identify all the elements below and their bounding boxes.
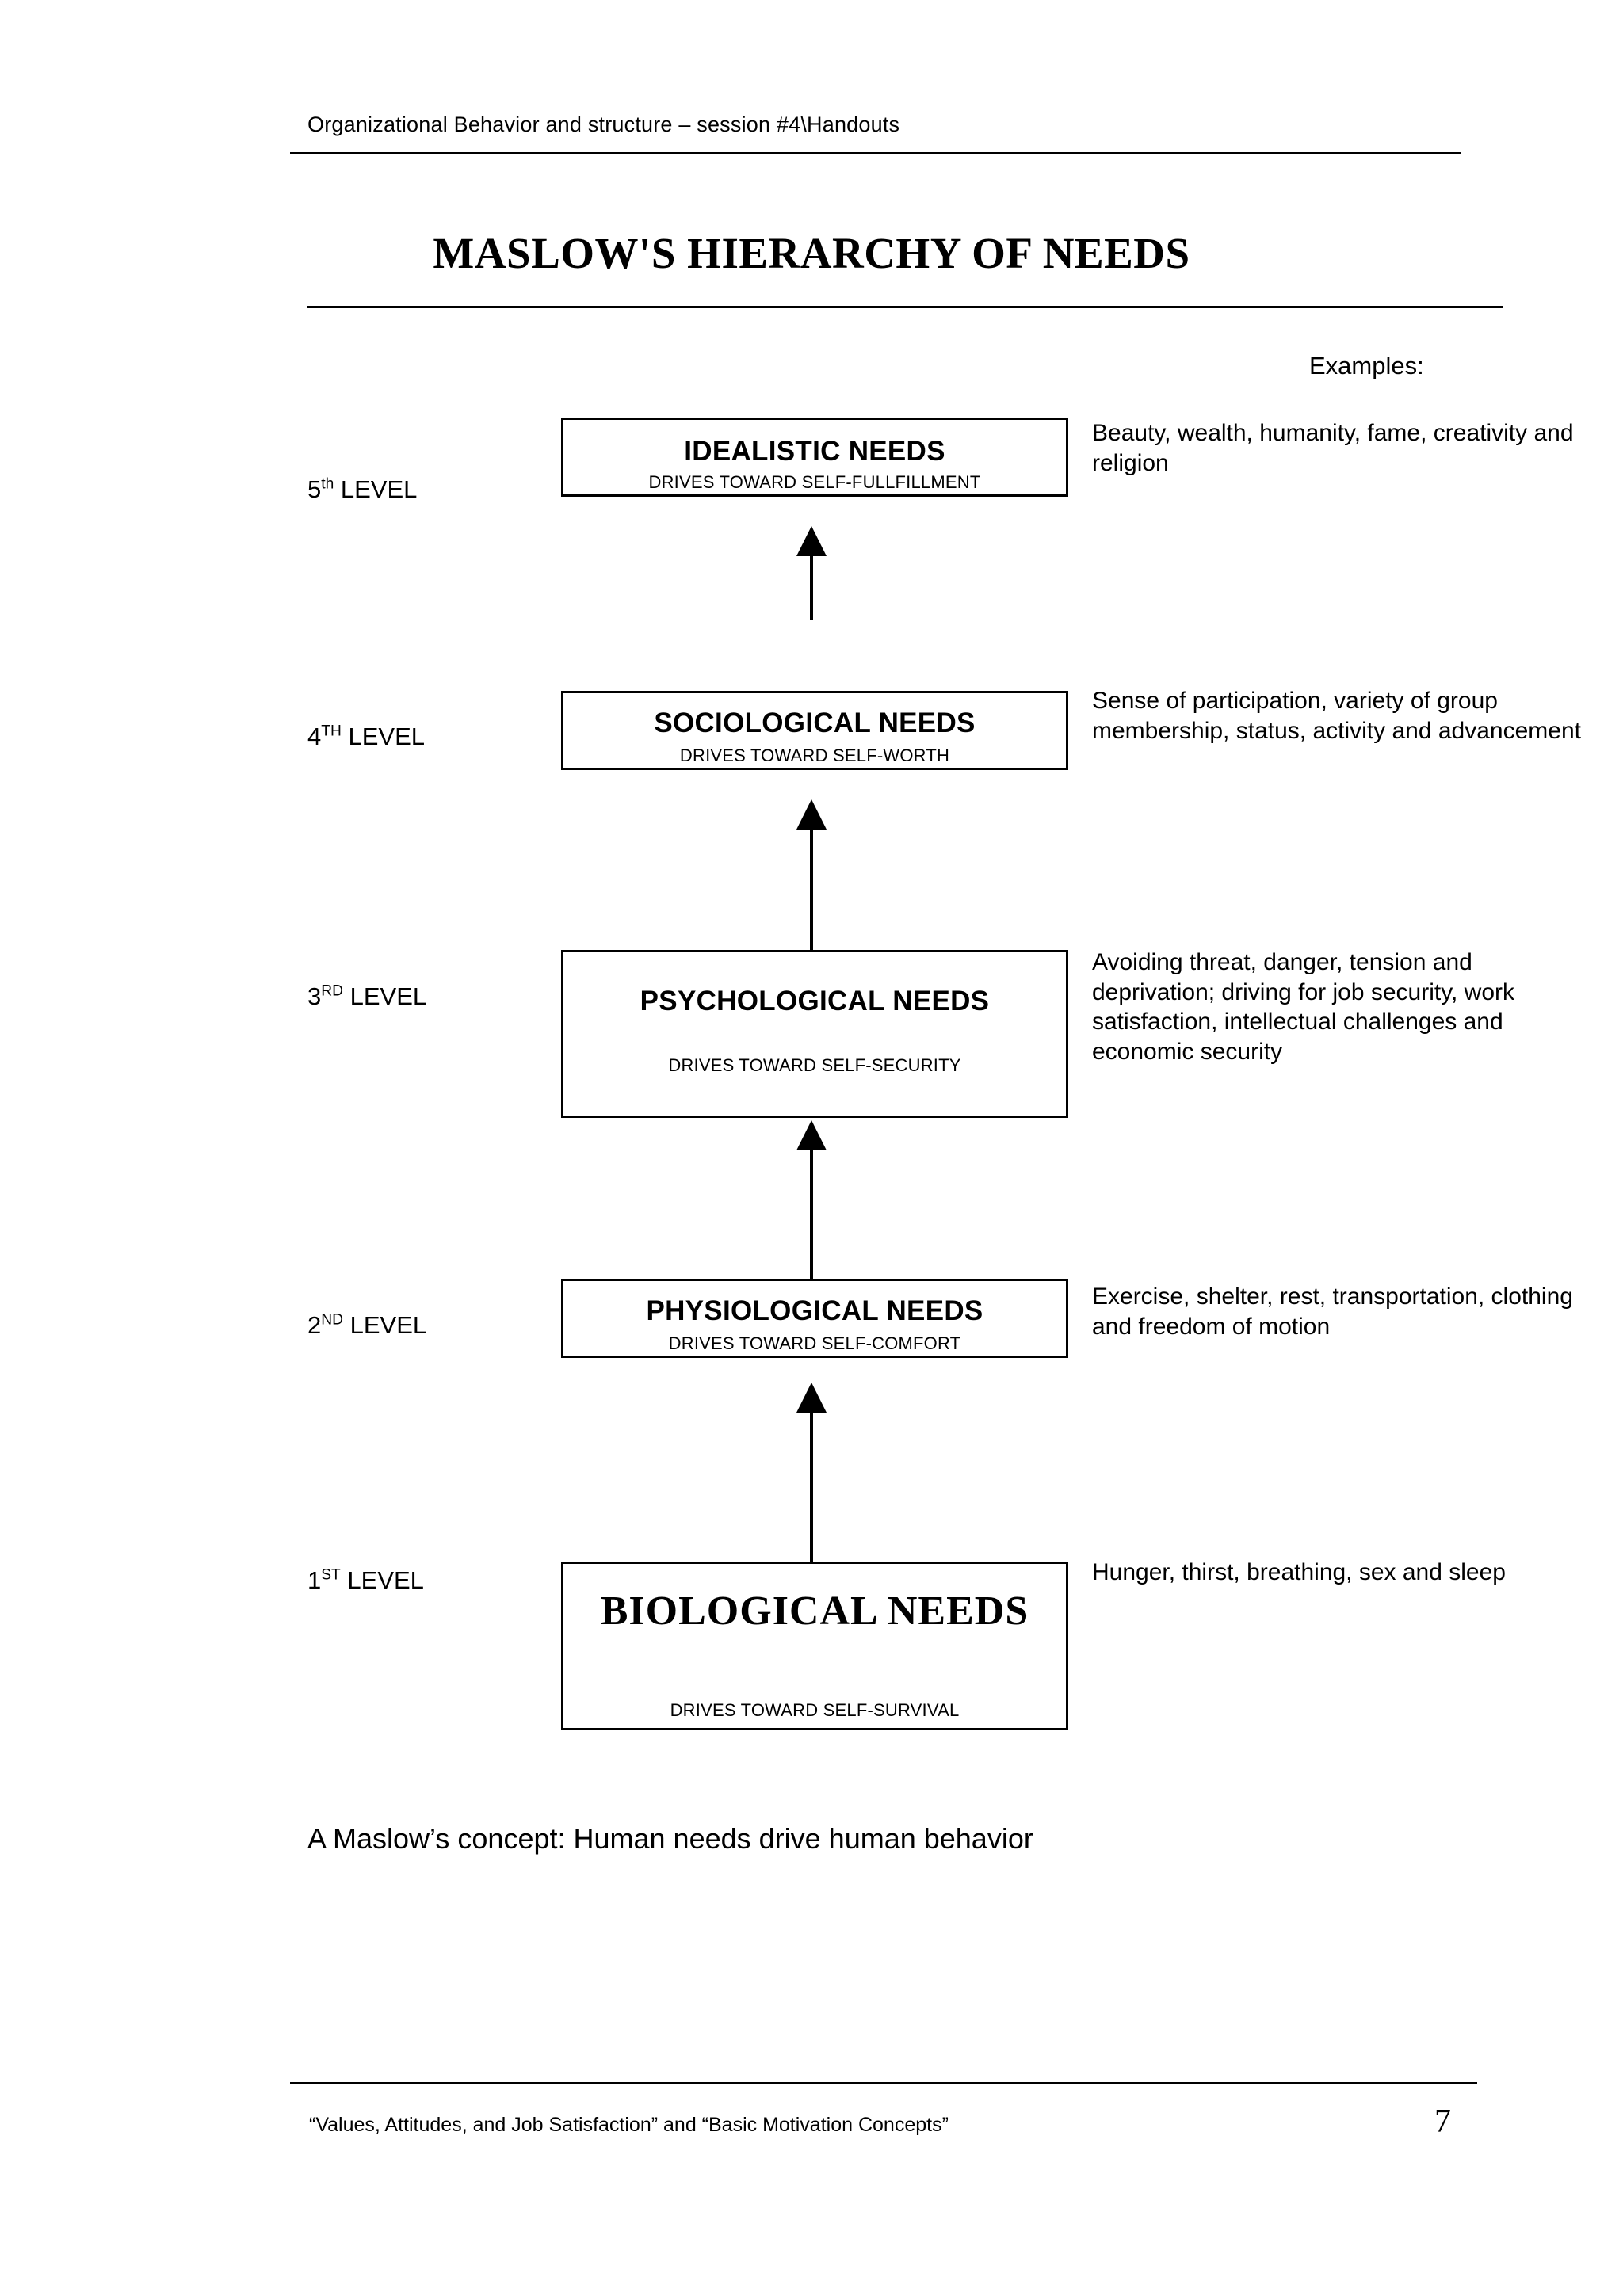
needs-box-title-3: PSYCHOLOGICAL NEEDS: [640, 986, 990, 1016]
arrow-shaft: [810, 1147, 813, 1279]
example-text-5: Beauty, wealth, humanity, fame, creativi…: [1092, 420, 1574, 476]
arrow-head-icon: [796, 1383, 827, 1413]
example-text-1: Hunger, thirst, breathing, sex and sleep: [1092, 1559, 1506, 1585]
needs-box-psychological: PSYCHOLOGICAL NEEDS DRIVES TOWARD SELF-S…: [561, 950, 1068, 1118]
arrow-head-icon: [796, 1120, 827, 1150]
arrow-shaft: [810, 553, 813, 620]
examples-column-heading: Examples:: [1309, 352, 1424, 379]
title-divider: [307, 306, 1503, 308]
arrow-head-icon: [796, 526, 827, 556]
level-number-4: 4: [307, 723, 322, 750]
footer-text: “Values, Attitudes, and Job Satisfaction…: [309, 2114, 949, 2136]
needs-box-title-2: PHYSIOLOGICAL NEEDS: [646, 1295, 983, 1326]
level-word-5: LEVEL: [334, 475, 418, 503]
needs-box-title-4: SOCIOLOGICAL NEEDS: [654, 707, 976, 738]
needs-box-subtitle-1: DRIVES TOWARD SELF-SURVIVAL: [670, 1700, 960, 1720]
example-text-3: Avoiding threat, danger, tension and dep…: [1092, 949, 1514, 1065]
level-ordinal-3: RD: [321, 982, 343, 1000]
needs-box-title-1: BIOLOGICAL NEEDS: [600, 1589, 1029, 1634]
level-label-2: 2ND LEVEL: [307, 1311, 426, 1340]
level-word-4: LEVEL: [341, 723, 425, 750]
example-text-4: Sense of participation, variety of group…: [1092, 688, 1581, 744]
diagram-caption: A Maslow’s concept: Human needs drive hu…: [307, 1822, 1033, 1855]
needs-box-sociological: SOCIOLOGICAL NEEDS DRIVES TOWARD SELF-WO…: [561, 691, 1068, 770]
arrow-shaft: [810, 1409, 813, 1562]
arrow-shaft: [810, 826, 813, 950]
needs-box-subtitle-2: DRIVES TOWARD SELF-COMFORT: [668, 1333, 961, 1353]
footer-divider: [290, 2082, 1477, 2084]
level-number-3: 3: [307, 982, 322, 1010]
header-divider: [290, 152, 1461, 154]
level-label-1: 1ST LEVEL: [307, 1566, 424, 1595]
example-text-2: Exercise, shelter, rest, transportation,…: [1092, 1283, 1573, 1340]
level-label-4: 4TH LEVEL: [307, 723, 425, 751]
level-word-1: LEVEL: [340, 1566, 424, 1594]
page-number: 7: [1434, 2103, 1451, 2140]
level-ordinal-5: th: [321, 475, 334, 493]
level-label-5: 5th LEVEL: [307, 475, 417, 504]
needs-box-idealistic: IDEALISTIC NEEDS DRIVES TOWARD SELF-FULL…: [561, 418, 1068, 497]
needs-box-title-5: IDEALISTIC NEEDS: [684, 436, 945, 467]
level-label-3: 3RD LEVEL: [307, 982, 426, 1011]
needs-box-biological: BIOLOGICAL NEEDS DRIVES TOWARD SELF-SURV…: [561, 1562, 1068, 1730]
needs-box-subtitle-5: DRIVES TOWARD SELF-FULLFILLMENT: [648, 472, 981, 492]
level-ordinal-1: ST: [321, 1566, 341, 1584]
page-header-text: Organizational Behavior and structure – …: [307, 113, 900, 136]
level-number-2: 2: [307, 1311, 322, 1339]
level-word-3: LEVEL: [343, 982, 427, 1010]
level-ordinal-2: ND: [321, 1311, 343, 1329]
needs-box-subtitle-4: DRIVES TOWARD SELF-WORTH: [679, 746, 950, 765]
level-number-5: 5: [307, 475, 322, 503]
level-word-2: LEVEL: [343, 1311, 427, 1339]
page-title: MASLOW'S HIERARCHY OF NEEDS: [433, 229, 1190, 277]
level-ordinal-4: TH: [321, 723, 342, 740]
needs-box-subtitle-3: DRIVES TOWARD SELF-SECURITY: [668, 1055, 961, 1075]
arrow-head-icon: [796, 799, 827, 830]
level-number-1: 1: [307, 1566, 322, 1594]
needs-box-physiological: PHYSIOLOGICAL NEEDS DRIVES TOWARD SELF-C…: [561, 1279, 1068, 1358]
